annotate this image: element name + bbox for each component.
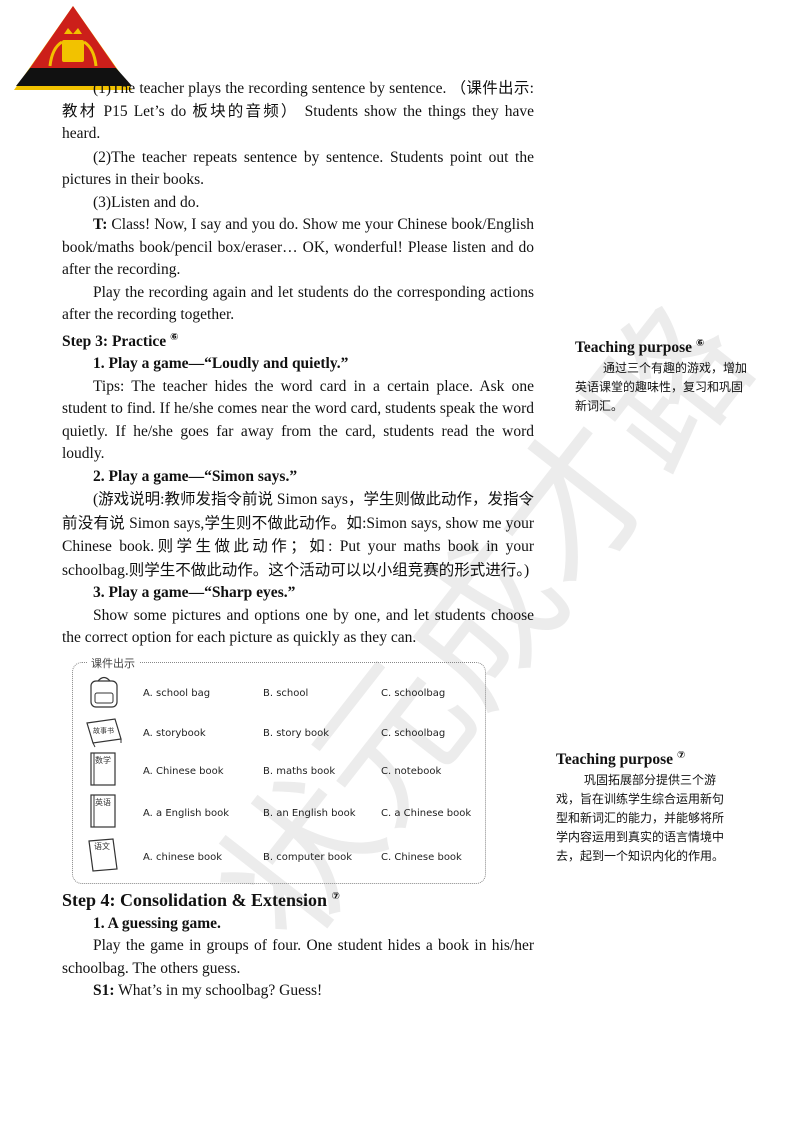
note-heading: Teaching purpose ⑥ xyxy=(575,338,747,357)
step-title: Step 4: Consolidation & Extension xyxy=(62,889,328,910)
footnote-mark: ⑥ xyxy=(170,331,179,343)
storybook-icon: 故事书 xyxy=(86,717,122,747)
courseware-box: 课件出示 A. school bag B. school C. schoolba… xyxy=(72,652,486,884)
book-cover-text: 语文 xyxy=(94,841,110,851)
footnote-mark: ⑥ xyxy=(695,338,705,349)
option-a: A. Chinese book xyxy=(143,765,224,777)
option-row: 数学 A. Chinese book B. maths book C. note… xyxy=(73,749,485,789)
game-title: 2. Play a game—“Simon says.” xyxy=(93,467,298,485)
maths-book-icon: 数学 xyxy=(90,752,116,786)
option-b: B. story book xyxy=(263,727,330,739)
lesson-body: (1)The teacher plays the recording sente… xyxy=(62,78,534,1003)
footnote-mark: ⑦ xyxy=(676,750,686,761)
option-row: A. school bag B. school C. schoolbag xyxy=(73,671,485,711)
note-title: Teaching purpose xyxy=(556,751,673,769)
note-title: Teaching purpose xyxy=(575,339,692,357)
dialogue-text: What’s in my schoolbag? Guess! xyxy=(114,982,323,1000)
option-b: B. an English book xyxy=(263,807,356,819)
option-c: C. schoolbag xyxy=(381,727,446,739)
paragraph: (游戏说明:教师发指令前说 Simon says，学生则做此动作，发指令前没有说… xyxy=(62,491,534,579)
book-cover-text: 英语 xyxy=(95,797,111,807)
paragraph: S1: What’s in my schoolbag? Guess! xyxy=(62,980,534,1003)
book-cover-text: 数学 xyxy=(95,755,111,765)
paragraph: T: Class! Now, I say and you do. Show me… xyxy=(62,214,534,282)
step-heading: Step 3: Practice ⑥ xyxy=(62,327,534,354)
option-row: 故事书 A. storybook B. story book C. school… xyxy=(73,711,485,751)
paragraph: Show some pictures and options one by on… xyxy=(62,606,534,647)
publisher-logo xyxy=(14,6,132,90)
speaker-label: S1: xyxy=(93,982,115,1000)
note-text: 通过三个有趣的游戏，增加英语课堂的趣味性，复习和巩固新词汇。 xyxy=(575,361,748,414)
paragraph: (3)Listen and do. xyxy=(93,193,200,211)
dialogue-text: Class! Now, I say and you do. Show me yo… xyxy=(62,216,534,278)
note-heading: Teaching purpose ⑦ xyxy=(556,750,728,769)
game-title: 3. Play a game—“Sharp eyes.” xyxy=(93,584,296,602)
chinese-book-icon: 语文 xyxy=(88,838,118,872)
game-title: 1. A guessing game. xyxy=(93,914,221,932)
book-cover-text: 故事书 xyxy=(93,726,114,735)
teaching-purpose-note: Teaching purpose ⑦ 巩固拓展部分提供三个游戏，旨在训练学生综合… xyxy=(556,750,728,866)
option-b: B. school xyxy=(263,687,309,699)
footnote-mark: ⑦ xyxy=(331,890,341,902)
paragraph: (1)The teacher plays the recording sente… xyxy=(62,80,534,142)
option-c: C. notebook xyxy=(381,765,442,777)
option-row: 英语 A. a English book B. an English book … xyxy=(73,791,485,831)
note-text: 巩固拓展部分提供三个游戏，旨在训练学生综合运用新句型和新词汇的能力，并能够将所学… xyxy=(556,773,725,864)
option-a: A. storybook xyxy=(143,727,206,739)
option-c: C. schoolbag xyxy=(381,687,446,699)
option-c: C. Chinese book xyxy=(381,851,462,863)
teaching-purpose-note: Teaching purpose ⑥ 通过三个有趣的游戏，增加英语课堂的趣味性，… xyxy=(575,338,747,416)
option-b: B. maths book xyxy=(263,765,336,777)
english-book-icon: 英语 xyxy=(90,794,116,828)
game-title: 1. Play a game—“Loudly and quietly.” xyxy=(93,355,349,373)
paragraph: (2)The teacher repeats sentence by sente… xyxy=(62,148,534,189)
schoolbag-icon xyxy=(90,676,118,708)
option-c: C. a Chinese book xyxy=(381,807,472,819)
step-heading: Step 4: Consolidation & Extension ⑦ xyxy=(62,884,534,913)
paragraph: Tips: The teacher hides the word card in… xyxy=(62,377,534,463)
option-a: A. a English book xyxy=(143,807,229,819)
paragraph: Play the recording again and let student… xyxy=(62,283,534,324)
option-b: B. computer book xyxy=(263,851,352,863)
option-a: A. chinese book xyxy=(143,851,223,863)
option-row: 语文 A. chinese book B. computer book C. C… xyxy=(73,835,485,875)
courseware-label: 课件出示 xyxy=(87,652,139,676)
paragraph: Play the game in groups of four. One stu… xyxy=(62,937,534,977)
step-title: Step 3: Practice xyxy=(62,332,167,350)
option-a: A. school bag xyxy=(143,687,211,699)
speaker-label: T: xyxy=(93,216,108,233)
